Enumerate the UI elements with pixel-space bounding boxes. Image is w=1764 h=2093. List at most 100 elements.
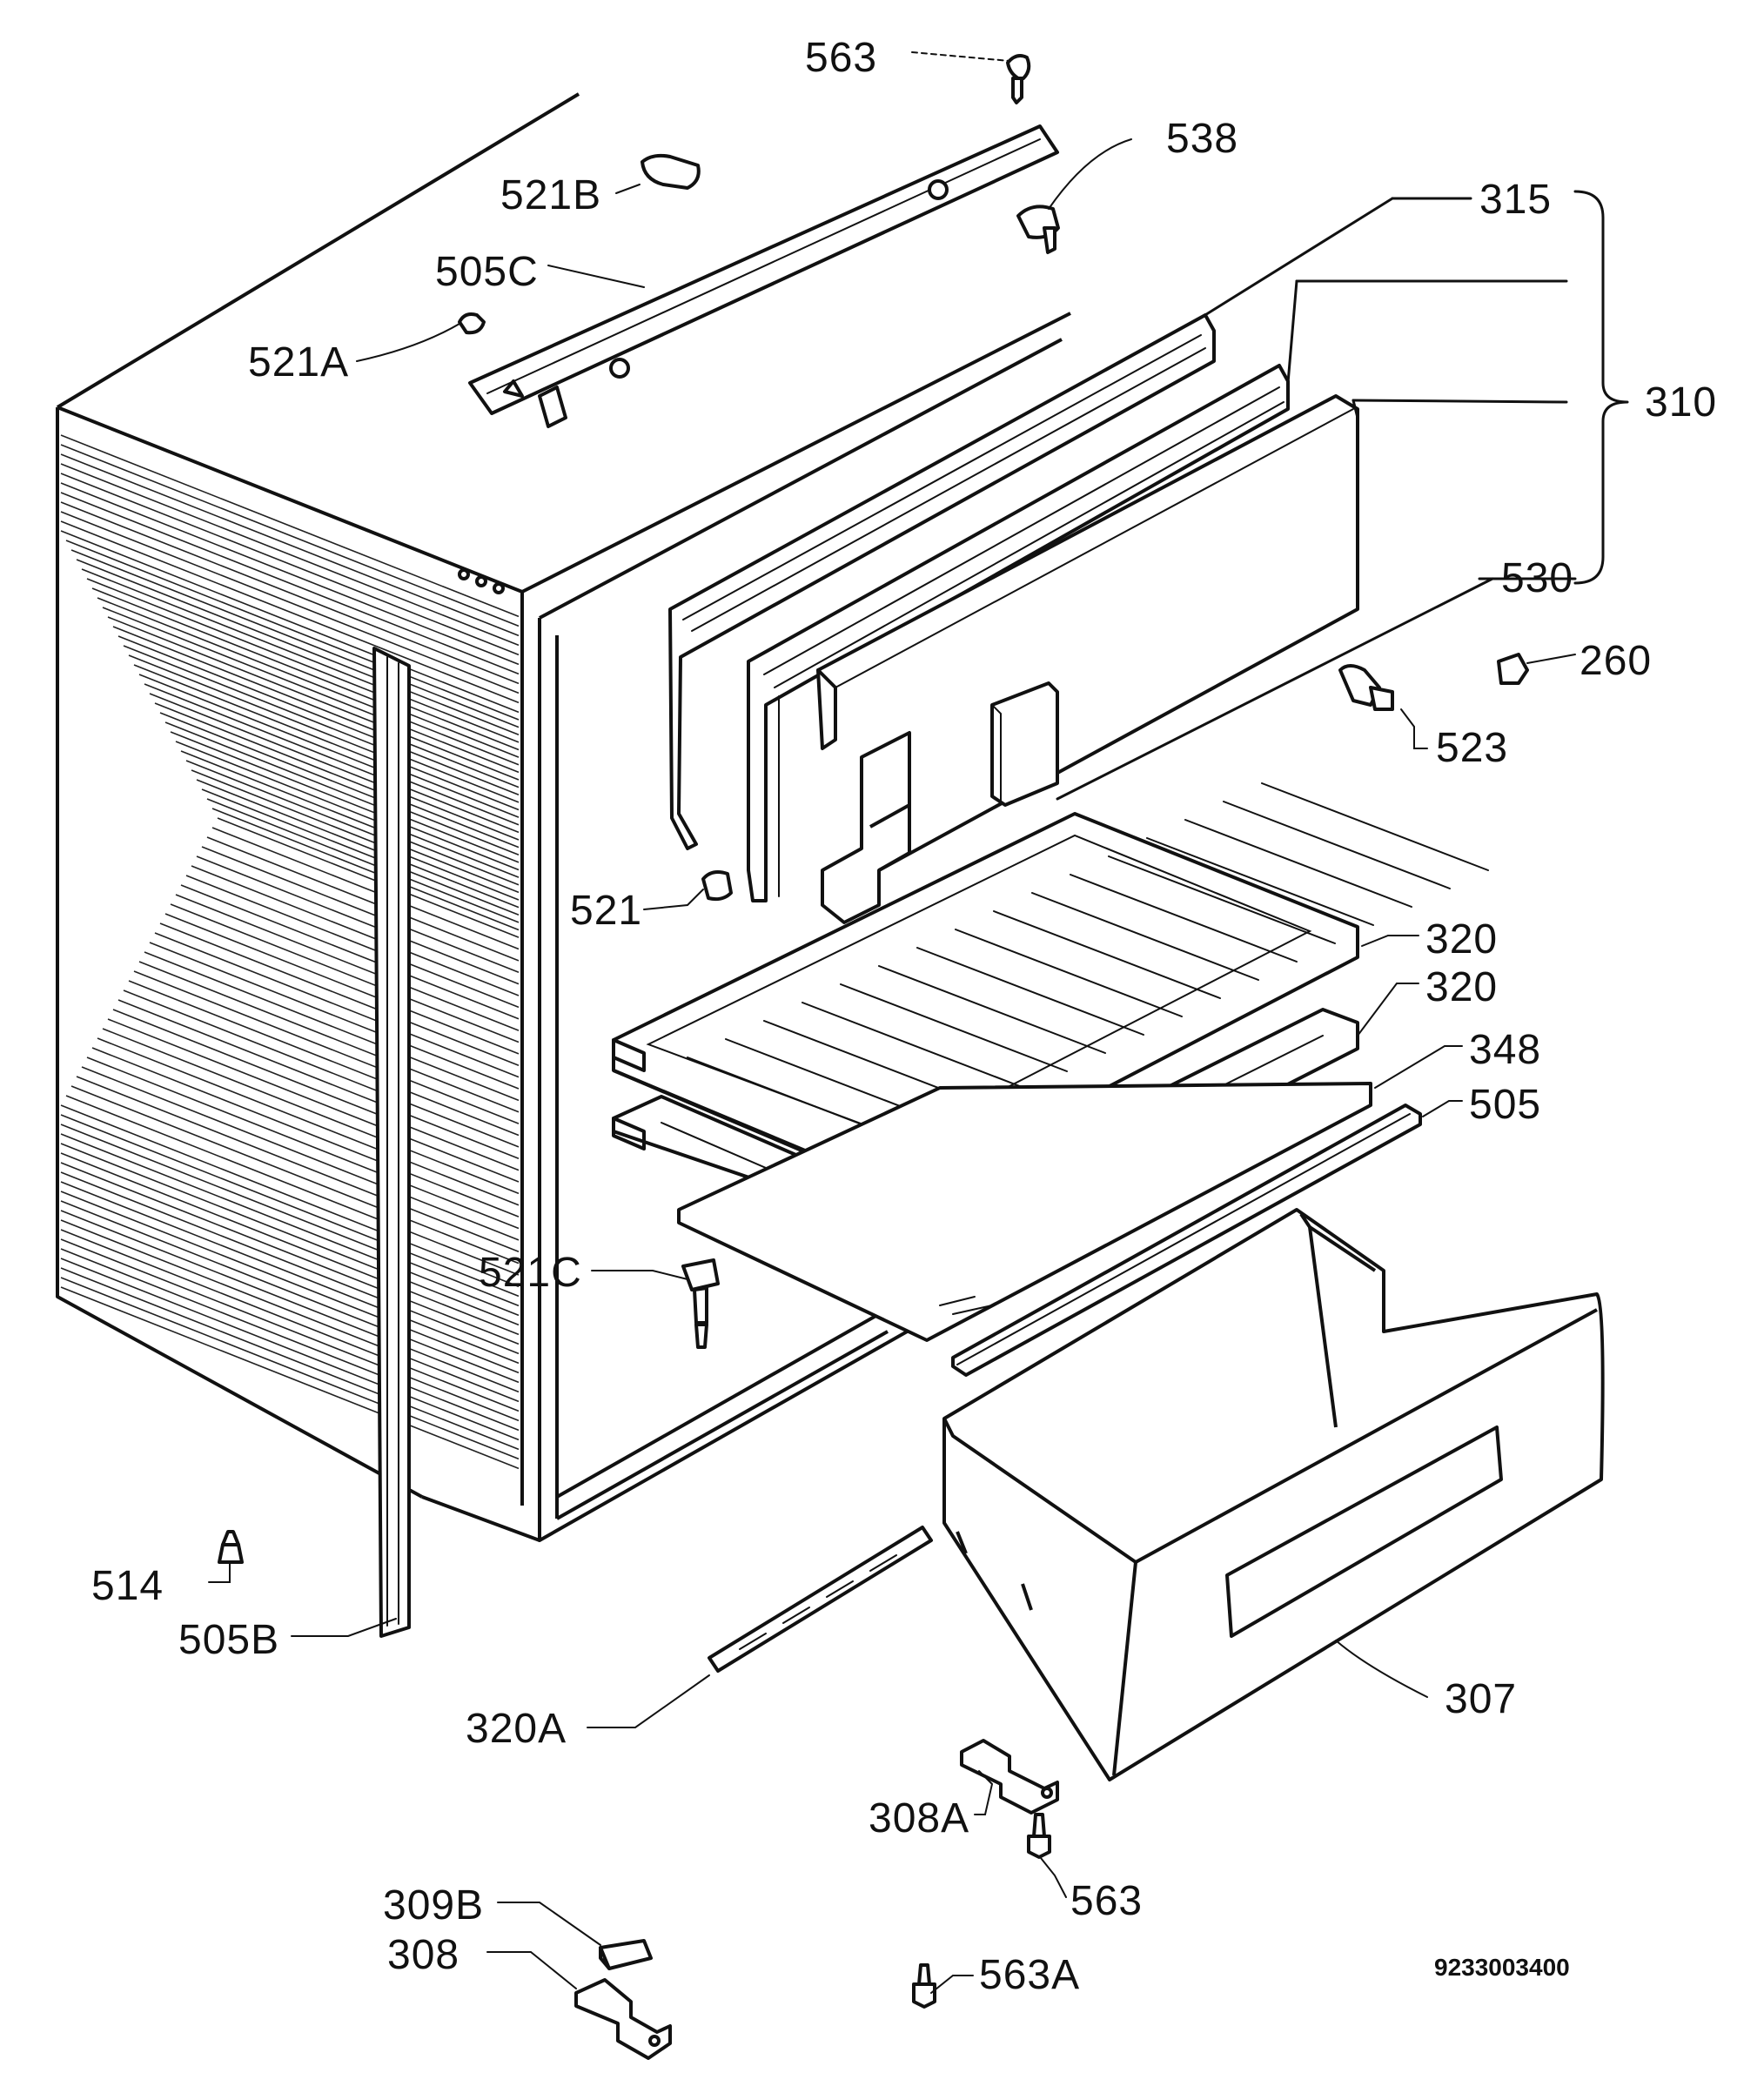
callout-labels: 563 538 521B 505C 521A 315 310 530 260 5… [91, 35, 1717, 1998]
bracket-308a [960, 1739, 1059, 1815]
shelf-rib [802, 1002, 1030, 1090]
side-hatch-line [133, 664, 520, 818]
callout-505: 505 [1469, 1082, 1541, 1128]
side-hatch-line [86, 578, 520, 751]
shelf-rib [1184, 819, 1412, 908]
callout-309b: 309B [383, 1882, 484, 1929]
cabinet-body [56, 92, 1071, 1542]
side-hatch-line [70, 549, 520, 728]
side-hatch-line [60, 1181, 520, 1365]
side-hatch-line [159, 712, 520, 855]
side-hatch-line [60, 444, 520, 627]
side-hatch-line [211, 808, 520, 931]
side-hatch-line [91, 587, 520, 758]
door-seal-315 [668, 313, 1216, 850]
door-outer-panel [816, 394, 1359, 924]
side-hatch-line [196, 779, 520, 909]
side-hatch-line [60, 1114, 520, 1298]
side-hatch-line [149, 693, 520, 841]
side-hatch-line [112, 626, 520, 788]
side-hatch-line [206, 798, 520, 923]
clip-521 [701, 870, 733, 902]
side-hatch-line [60, 1171, 520, 1355]
side-hatch-line [112, 1009, 520, 1171]
callout-521a: 521A [248, 339, 349, 386]
rivet-514 [218, 1530, 244, 1564]
side-hatch-line [60, 1143, 520, 1326]
shelf-rib [1108, 855, 1336, 944]
callout-521: 521 [570, 888, 642, 934]
side-hatch-line [91, 1047, 520, 1218]
callout-320a: 320A [466, 1706, 567, 1752]
side-hatch-line [60, 434, 520, 618]
side-hatch-line [81, 1066, 520, 1241]
side-hatch-line [175, 894, 520, 1031]
side-hatch-line [60, 1104, 520, 1288]
side-hatch-line [191, 865, 520, 996]
shelf-rib [916, 947, 1144, 1036]
side-hatch-line [170, 903, 520, 1043]
bracket-308 [574, 1978, 672, 2060]
callout-307: 307 [1445, 1676, 1517, 1722]
side-hatch-line [117, 635, 520, 796]
callout-310: 310 [1645, 379, 1717, 426]
callout-514: 514 [91, 1563, 164, 1609]
side-hatch-line [60, 1258, 520, 1441]
side-hatch-line [60, 520, 520, 704]
callout-315: 315 [1479, 177, 1552, 223]
side-hatch-line [60, 482, 520, 666]
callout-521c: 521C [479, 1250, 582, 1296]
side-hatch-line [107, 616, 520, 781]
side-hatch-line [60, 501, 520, 685]
shelf-320-upper [612, 782, 1489, 1194]
clip-260 [1497, 653, 1529, 685]
side-hatch-line [76, 559, 520, 736]
callout-308a: 308A [869, 1795, 969, 1841]
side-hatch-line [144, 683, 520, 834]
callout-538: 538 [1166, 116, 1238, 162]
glass-shelf-348 [677, 1082, 1372, 1342]
side-hatch-line [76, 1076, 520, 1253]
handle-530 [990, 681, 1059, 807]
side-hatch-line [206, 836, 520, 962]
side-hatch-line [123, 645, 520, 803]
side-hatch-line [60, 473, 520, 656]
hinge-rail-505c [468, 124, 1059, 428]
side-hatch-line [60, 1267, 520, 1451]
side-hatch-line [60, 492, 520, 675]
side-hatch-line [60, 511, 520, 694]
side-hatch-line [149, 942, 520, 1090]
callout-308: 308 [387, 1932, 459, 1978]
side-hatch-line [138, 674, 520, 826]
shelf-rib [993, 910, 1221, 999]
screw-563-mid [1027, 1813, 1051, 1859]
side-hatch-line [70, 1085, 520, 1265]
shelf-rib [1223, 801, 1451, 889]
screw-563a [912, 1963, 936, 2009]
side-hatch-line [201, 788, 520, 916]
callout-563-top: 563 [805, 35, 877, 81]
callout-260: 260 [1580, 638, 1652, 684]
hinge-538 [1016, 205, 1060, 254]
drawing-number: 9233003400 [1434, 1954, 1570, 1981]
side-hatch-line [60, 1133, 520, 1317]
pin-521c [681, 1258, 720, 1349]
callout-320-lower: 320 [1425, 964, 1498, 1010]
side-hatch-line [185, 875, 520, 1009]
rail-505 [951, 1104, 1422, 1377]
side-hatch-line [144, 951, 520, 1102]
side-hatch-line [97, 597, 520, 766]
leader-lines [208, 51, 1629, 1994]
door-seal-505b [372, 647, 411, 1638]
callout-505c: 505C [435, 249, 539, 295]
side-hatch-line [102, 1028, 520, 1195]
side-hatch-line [170, 731, 520, 871]
side-hatch-line [201, 846, 520, 973]
side-hatch-line [102, 607, 520, 774]
side-hatch-line [117, 999, 520, 1160]
callout-521b: 521B [500, 172, 601, 218]
side-hatch-line [159, 922, 520, 1066]
screw-563-top [1006, 54, 1031, 104]
